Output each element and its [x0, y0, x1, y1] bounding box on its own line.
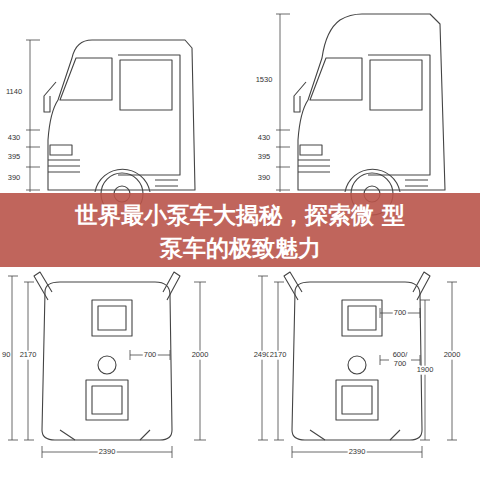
cab-side-view [44, 40, 195, 215]
dimension-label: 395 [257, 153, 272, 162]
cab-side-view [48, 160, 80, 172]
dimension-label: 395 [7, 153, 22, 162]
cab-side-view [370, 60, 422, 110]
dimension-label: 2170 [19, 351, 38, 360]
dimension-lines [130, 350, 170, 360]
dimension-label: 2390 [348, 448, 367, 457]
cab-side-view [120, 60, 172, 110]
dimension-lines [8, 276, 457, 458]
dimension-label: 430 [257, 134, 272, 143]
dimension-label: 1900 [416, 366, 435, 375]
dimension-lines [447, 282, 457, 440]
cab-side-view [50, 145, 72, 155]
dimension-lines [274, 282, 284, 440]
dimension-label: 430 [7, 134, 22, 143]
title-banner [0, 193, 480, 267]
cab-top-view [292, 282, 422, 440]
dimension-lines [42, 446, 172, 458]
dimension-label: 1530 [255, 76, 274, 85]
cab-side-view [60, 58, 112, 100]
cab-top-view [42, 282, 172, 440]
cab-top-view [60, 430, 150, 440]
dimension-lines [26, 40, 40, 192]
cab-side-view [294, 14, 445, 215]
dimension-label: 2170 [269, 351, 288, 360]
cab-side-view [405, 180, 428, 186]
cab-side-view [298, 14, 445, 190]
cab-side-view [155, 180, 178, 186]
cab-top-view [86, 380, 128, 420]
dimension-lines [276, 14, 290, 192]
cab-top-view [34, 272, 180, 440]
dimension-label: 1140 [5, 88, 23, 97]
cab-top-view [336, 380, 378, 420]
dimension-label: 2000 [191, 351, 210, 360]
cab-top-view [92, 300, 132, 336]
dimension-lines [24, 282, 34, 440]
cab-top-view [34, 272, 180, 300]
dimension-label: 2000 [443, 351, 462, 360]
cab-side-view [300, 145, 322, 155]
dimension-lines [26, 40, 40, 192]
dimension-lines [194, 282, 206, 440]
dimension-label: 90 [1, 351, 11, 360]
cab-side-view [310, 58, 362, 100]
cab-top-view [98, 356, 116, 374]
dimension-lines [276, 14, 290, 192]
cab-side-view [368, 55, 430, 175]
cab-top-view [348, 356, 366, 374]
dimension-lines [380, 308, 420, 318]
cab-side-view [48, 40, 195, 190]
dimension-label: 700 [143, 351, 158, 360]
cab-side-view [298, 160, 330, 172]
cab-top-view [310, 430, 400, 440]
dimension-label: 600/ 700 [389, 351, 411, 368]
cab-top-view [284, 272, 430, 440]
dimension-label: 390 [7, 174, 22, 183]
dimension-label: 2390 [98, 448, 117, 457]
cab-top-view [284, 272, 430, 300]
banner-title: 世界最小泵车大揭秘，探索微 型泵车的极致魅力 [65, 199, 415, 266]
cab-side-view [294, 82, 306, 112]
cab-side-view [44, 82, 56, 112]
cab-top-view [342, 300, 382, 336]
dimension-label: 700 [393, 309, 408, 318]
dimension-lines [292, 446, 422, 458]
cab-side-view [118, 55, 180, 175]
dimension-label: 390 [257, 174, 272, 183]
